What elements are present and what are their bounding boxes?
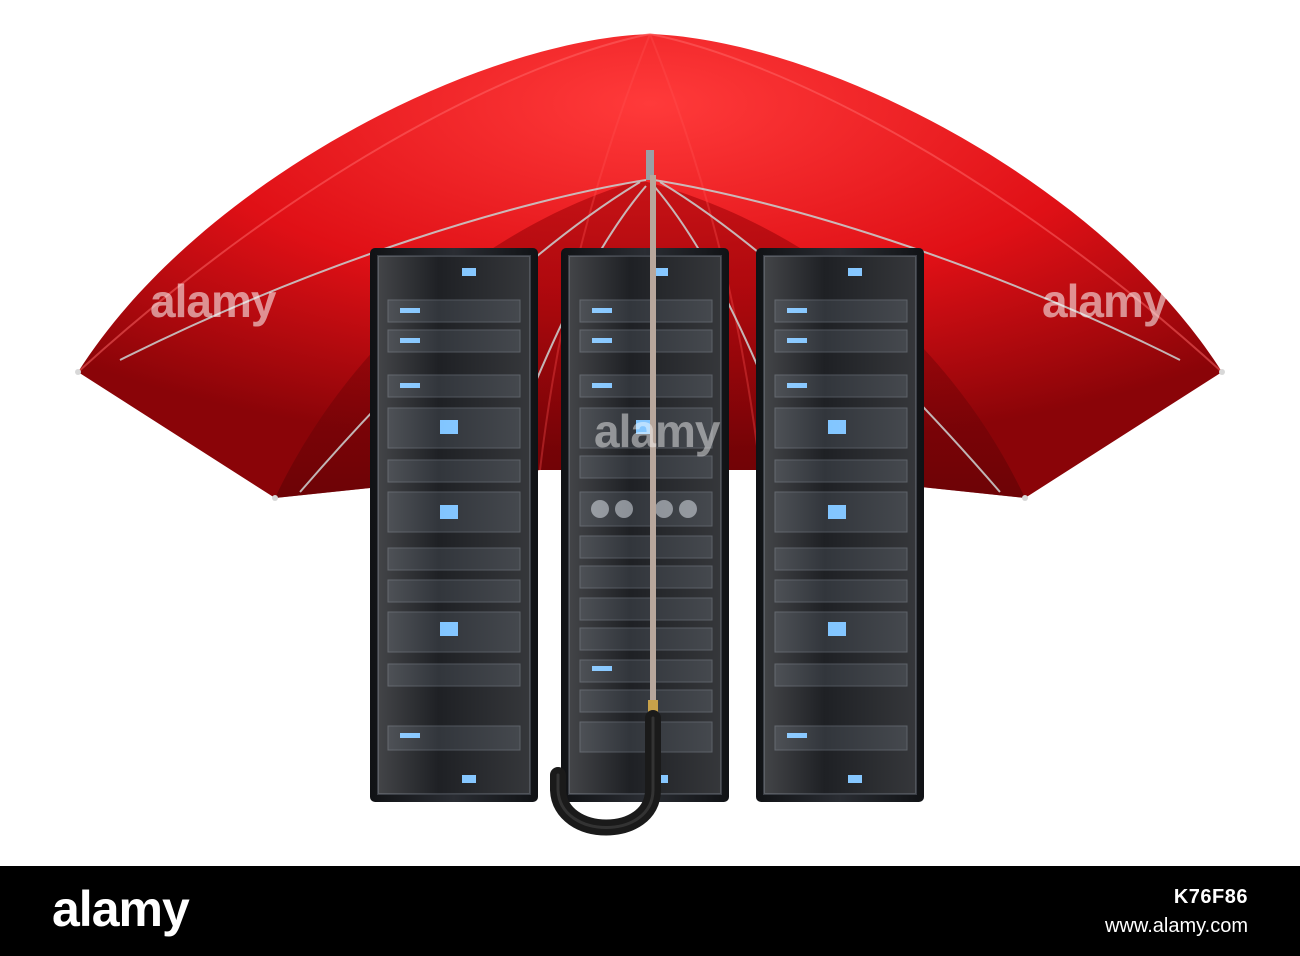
server-rack-left	[370, 248, 538, 802]
brand-logo[interactable]: alamy	[52, 881, 190, 937]
umbrella-shaft	[550, 150, 661, 836]
image-id: K76F86	[1173, 886, 1248, 908]
footer-url[interactable]: www.alamy.com	[1105, 915, 1248, 937]
footer-meta: K76F86 www.alamy.com	[1105, 886, 1248, 938]
footer-bar: alamy K76F86 www.alamy.com	[0, 866, 1300, 956]
scene-illustration	[75, 33, 1225, 836]
server-rack-center	[561, 248, 729, 802]
server-rack-right	[756, 248, 924, 802]
